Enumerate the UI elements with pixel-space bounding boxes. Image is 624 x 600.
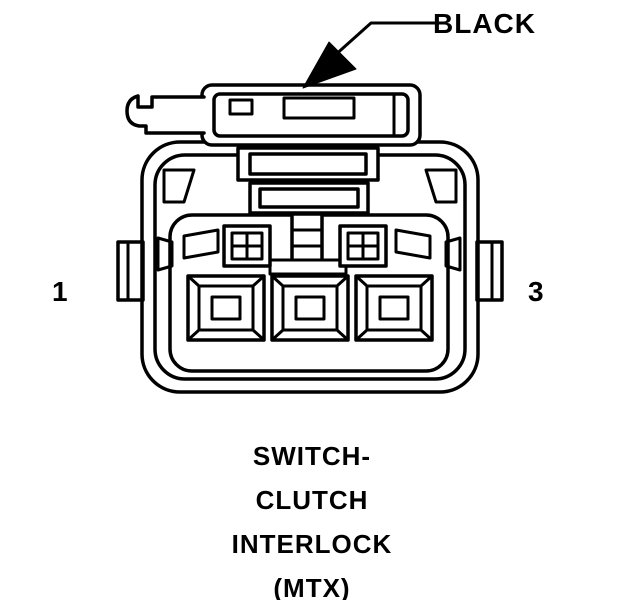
- large-terminal-1: [186, 274, 266, 342]
- caption-line-3: INTERLOCK: [231, 529, 393, 559]
- inner-notches: [156, 168, 462, 272]
- latch-hook: [125, 94, 206, 135]
- pin-number-left: 1: [52, 276, 68, 307]
- latch-interior-structure: [236, 146, 380, 276]
- black-wire-arrow: [302, 21, 438, 89]
- side-tab-right: [475, 240, 504, 302]
- keyway-right: [394, 228, 432, 260]
- large-terminal-2: [270, 274, 350, 342]
- keyway-left: [182, 228, 220, 260]
- caption: SWITCH- CLUTCH INTERLOCK (MTX): [0, 434, 624, 600]
- small-terminal-left: [222, 224, 272, 268]
- caption-line-4: (MTX): [273, 573, 351, 600]
- caption-line-2: CLUTCH: [255, 485, 369, 515]
- wire-color-label: BLACK: [433, 8, 536, 39]
- connector-lock-tab: [200, 83, 422, 147]
- side-tab-left: [116, 240, 145, 302]
- pin-number-right: 3: [528, 276, 544, 307]
- caption-line-1: SWITCH-: [252, 441, 372, 471]
- arrowhead-icon: [302, 41, 357, 89]
- large-terminal-3: [354, 274, 434, 342]
- small-terminal-right: [338, 224, 388, 268]
